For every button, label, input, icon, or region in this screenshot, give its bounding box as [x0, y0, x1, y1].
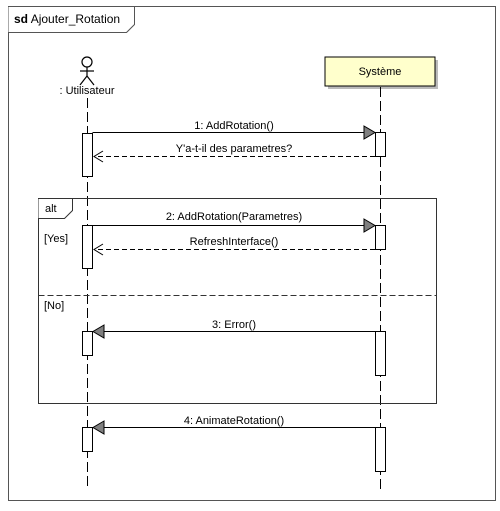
system-label: Système	[359, 66, 402, 78]
alt-fragment	[38, 198, 437, 404]
message-1: 1: AddRotation()	[92, 120, 376, 140]
frame-title: sd Ajouter_Rotation	[14, 12, 120, 26]
actor-icon	[79, 56, 95, 86]
reply-1: Y'a-t-il des parametres?	[93, 143, 375, 163]
system-activation-2	[375, 225, 386, 250]
system-activation-1	[375, 132, 386, 157]
actor-label: : Utilisateur	[59, 85, 114, 97]
actor-activation-4	[82, 427, 93, 452]
message-3-label: 3: Error()	[212, 319, 256, 331]
system-activation-3	[375, 331, 386, 376]
alt-operator: alt	[45, 203, 57, 215]
alt-guard-yes: [Yes]	[44, 233, 68, 245]
message-2: 2: AddRotation(Parametres)	[92, 211, 376, 233]
actor-activation-1	[82, 133, 93, 177]
message-4: 4: AnimateRotation()	[92, 415, 376, 435]
actor-activation-2	[82, 225, 93, 269]
system-box	[324, 56, 436, 87]
reply-2: RefreshInterface()	[93, 236, 375, 256]
reply-1-label: Y'a-t-il des parametres?	[176, 143, 292, 155]
message-4-label: 4: AnimateRotation()	[184, 415, 284, 427]
message-3: 3: Error()	[92, 319, 376, 339]
reply-2-label: RefreshInterface()	[190, 236, 279, 248]
frame-tab	[8, 6, 135, 33]
message-2-label: 2: AddRotation(Parametres)	[166, 211, 302, 223]
actor-activation-3	[82, 331, 93, 356]
alt-tab	[38, 198, 73, 219]
system-activation-4	[375, 427, 386, 472]
alt-guard-no: [No]	[44, 300, 64, 312]
message-1-label: 1: AddRotation()	[194, 120, 274, 132]
